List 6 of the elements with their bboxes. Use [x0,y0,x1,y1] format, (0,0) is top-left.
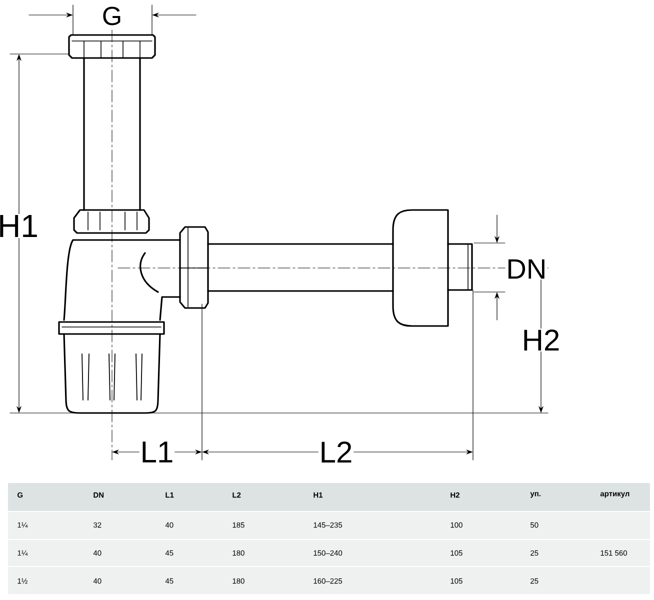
dimension-label: DN [505,258,548,280]
dimension-label: G [100,6,124,26]
dimension-label: H2 [520,328,562,352]
dimension-label: L2 [318,440,354,464]
dimension-label: H1 [0,214,40,238]
dimension-label: L1 [139,440,175,464]
